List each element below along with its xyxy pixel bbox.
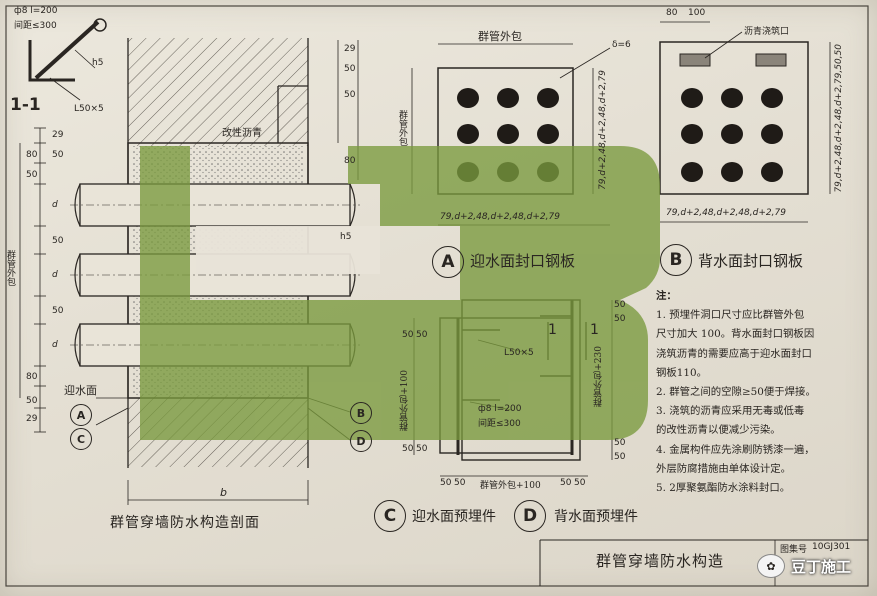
left-dim-2: 80 (26, 150, 38, 160)
notes-heading: 注： (656, 290, 677, 302)
embed-c-bottom-dim-2: 群管外包+100 (480, 481, 541, 491)
spacing-note: 间距≤300 (14, 21, 57, 31)
plate-a-tag[interactable]: A (432, 246, 464, 278)
embed-c-rebar: ф8 l=200 (478, 404, 522, 414)
note-line: 浇筑沥青的需要应高于迎水面封口 (656, 347, 812, 360)
plate-a-side-label: 群管外包 (397, 110, 407, 146)
atlas-label: 图集号 (780, 545, 808, 555)
plate-b-right-dim: 79,d+2,48,d+2,48,d+2,79,50,50 (834, 44, 844, 193)
note-line: 3. 浇筑的沥青应采用无毒或低毒 (656, 405, 805, 418)
right-dim-3: 80 (344, 156, 356, 166)
embed-d-right-dim-0: 50 (614, 300, 626, 310)
embed-d-section-mark: 1 (590, 322, 599, 338)
embed-d-tag[interactable]: D (514, 500, 546, 532)
section-tag-a[interactable]: A (70, 404, 92, 426)
left-dim-4: d (52, 200, 58, 210)
embed-c-spacing: 间距≤300 (478, 419, 521, 429)
embed-c-bottom-dim-4: 50 (574, 478, 586, 488)
section-tag-c[interactable]: C (70, 428, 92, 450)
note-line: 外层防腐措施由单体设计定。 (656, 462, 792, 475)
plate-a-bottom-dim: 79,d+2,48,d+2,48,d+2,79 (440, 212, 560, 222)
embed-d-right-dim-2: 群管外包+230 (594, 346, 604, 407)
embed-c-angle: L50×5 (504, 348, 534, 358)
left-dim-10: 50 (26, 396, 38, 406)
embed-d-right-dim-4: 50 (614, 452, 626, 462)
plate-b-pour-label: 沥青浇筑口 (744, 27, 790, 37)
note-line: 5. 2厚聚氨酯防水涂料封口。 (656, 482, 791, 495)
atlas-number: 10GJ301 (812, 542, 851, 552)
plate-b-bottom-dim: 79,d+2,48,d+2,48,d+2,79 (666, 208, 786, 218)
watermark-text: 豆丁施工 (790, 557, 851, 576)
water-side-label: 迎水面 (64, 384, 97, 397)
watermark: ✿ 豆丁施工 (756, 554, 851, 578)
plate-b-title: 背水面封口钢板 (698, 252, 804, 270)
left-outer-label: 群管外包 (5, 250, 15, 286)
section-tag-b[interactable]: B (350, 402, 372, 424)
title-block-title: 群管穿墙防水构造 (596, 552, 725, 570)
section-view-title: 群管穿墙防水构造剖面 (110, 515, 260, 531)
section-weld-label: h5 (340, 232, 352, 242)
right-dim-1: 50 (344, 64, 356, 74)
left-dim-1: 50 (52, 150, 64, 160)
embed-c-bottom-dim-3: 50 (560, 478, 572, 488)
right-dim-0: 29 (344, 44, 356, 54)
note-line: 4. 金属构件应先涂刷防锈漆一遍， (656, 443, 815, 456)
rebar-note: ф8 l=200 (14, 6, 58, 16)
plate-a-outer-label: 群管外包 (478, 30, 522, 43)
angle-note: L50×5 (74, 104, 104, 114)
note-line: 1. 预埋件洞口尺寸应比群管外包 (656, 309, 805, 322)
embed-c-left-dim-4: 50 (416, 444, 428, 454)
embed-c-bottom-dim-1: 50 (454, 478, 466, 488)
embed-d-title: 背水面预埋件 (554, 509, 638, 525)
left-dim-0: 29 (52, 130, 64, 140)
plate-a-title: 迎水面封口钢板 (470, 252, 576, 270)
note-line: 钢板110。 (656, 366, 708, 379)
left-dim-3: 50 (26, 170, 38, 180)
embed-d-right-dim-1: 50 (614, 314, 626, 324)
embed-c-left-dim-0: 50 (402, 330, 414, 340)
left-dim-8: d (52, 340, 58, 350)
note-line: 尺寸加大 100。背水面封口钢板因 (656, 328, 815, 341)
embed-c-title: 迎水面预埋件 (412, 509, 496, 525)
wechat-icon: ✿ (756, 554, 785, 578)
weld-note: h5 (92, 58, 104, 68)
embed-c-tag[interactable]: C (374, 500, 406, 532)
note-line: 的改性沥青以便减少污染。 (656, 424, 781, 437)
section-tag-d[interactable]: D (350, 430, 372, 452)
embed-c-bottom-dim-0: 50 (440, 478, 452, 488)
right-dim-2: 50 (344, 90, 356, 100)
plate-b-top-dim-1: 100 (688, 8, 706, 18)
embed-c-section-mark: 1 (548, 322, 557, 338)
plate-a-right-dim: 79,d+2,48,d+2,48,d+2,79 (598, 70, 608, 190)
left-dim-9: 80 (26, 372, 38, 382)
embed-d-right-dim-3: 50 (614, 438, 626, 448)
left-dim-7: 50 (52, 306, 64, 316)
plate-b-top-dim-0: 80 (666, 8, 678, 18)
embed-c-left-dim-1: 50 (416, 330, 428, 340)
embed-c-left-dim-2: 群管外包+100 (400, 370, 410, 431)
left-dim-5: 50 (52, 236, 64, 246)
plate-b-tag[interactable]: B (660, 244, 692, 276)
notes-block: 注： 1. 预埋件洞口尺寸应比群管外包 尺寸加大 100。背水面封口钢板因 浇筑… (656, 287, 862, 498)
plate-a-thickness: δ=6 (612, 40, 631, 50)
left-dim-6: d (52, 270, 58, 280)
section-mark-1-1: 1-1 (10, 95, 41, 115)
embed-c-left-dim-3: 50 (402, 444, 414, 454)
modified-asphalt-label: 改性沥青 (222, 128, 262, 139)
note-line: 2. 群管之间的空隙≥50便于焊接。 (656, 386, 816, 399)
left-dim-11: 29 (26, 414, 38, 424)
width-dim-label: b (220, 486, 227, 499)
